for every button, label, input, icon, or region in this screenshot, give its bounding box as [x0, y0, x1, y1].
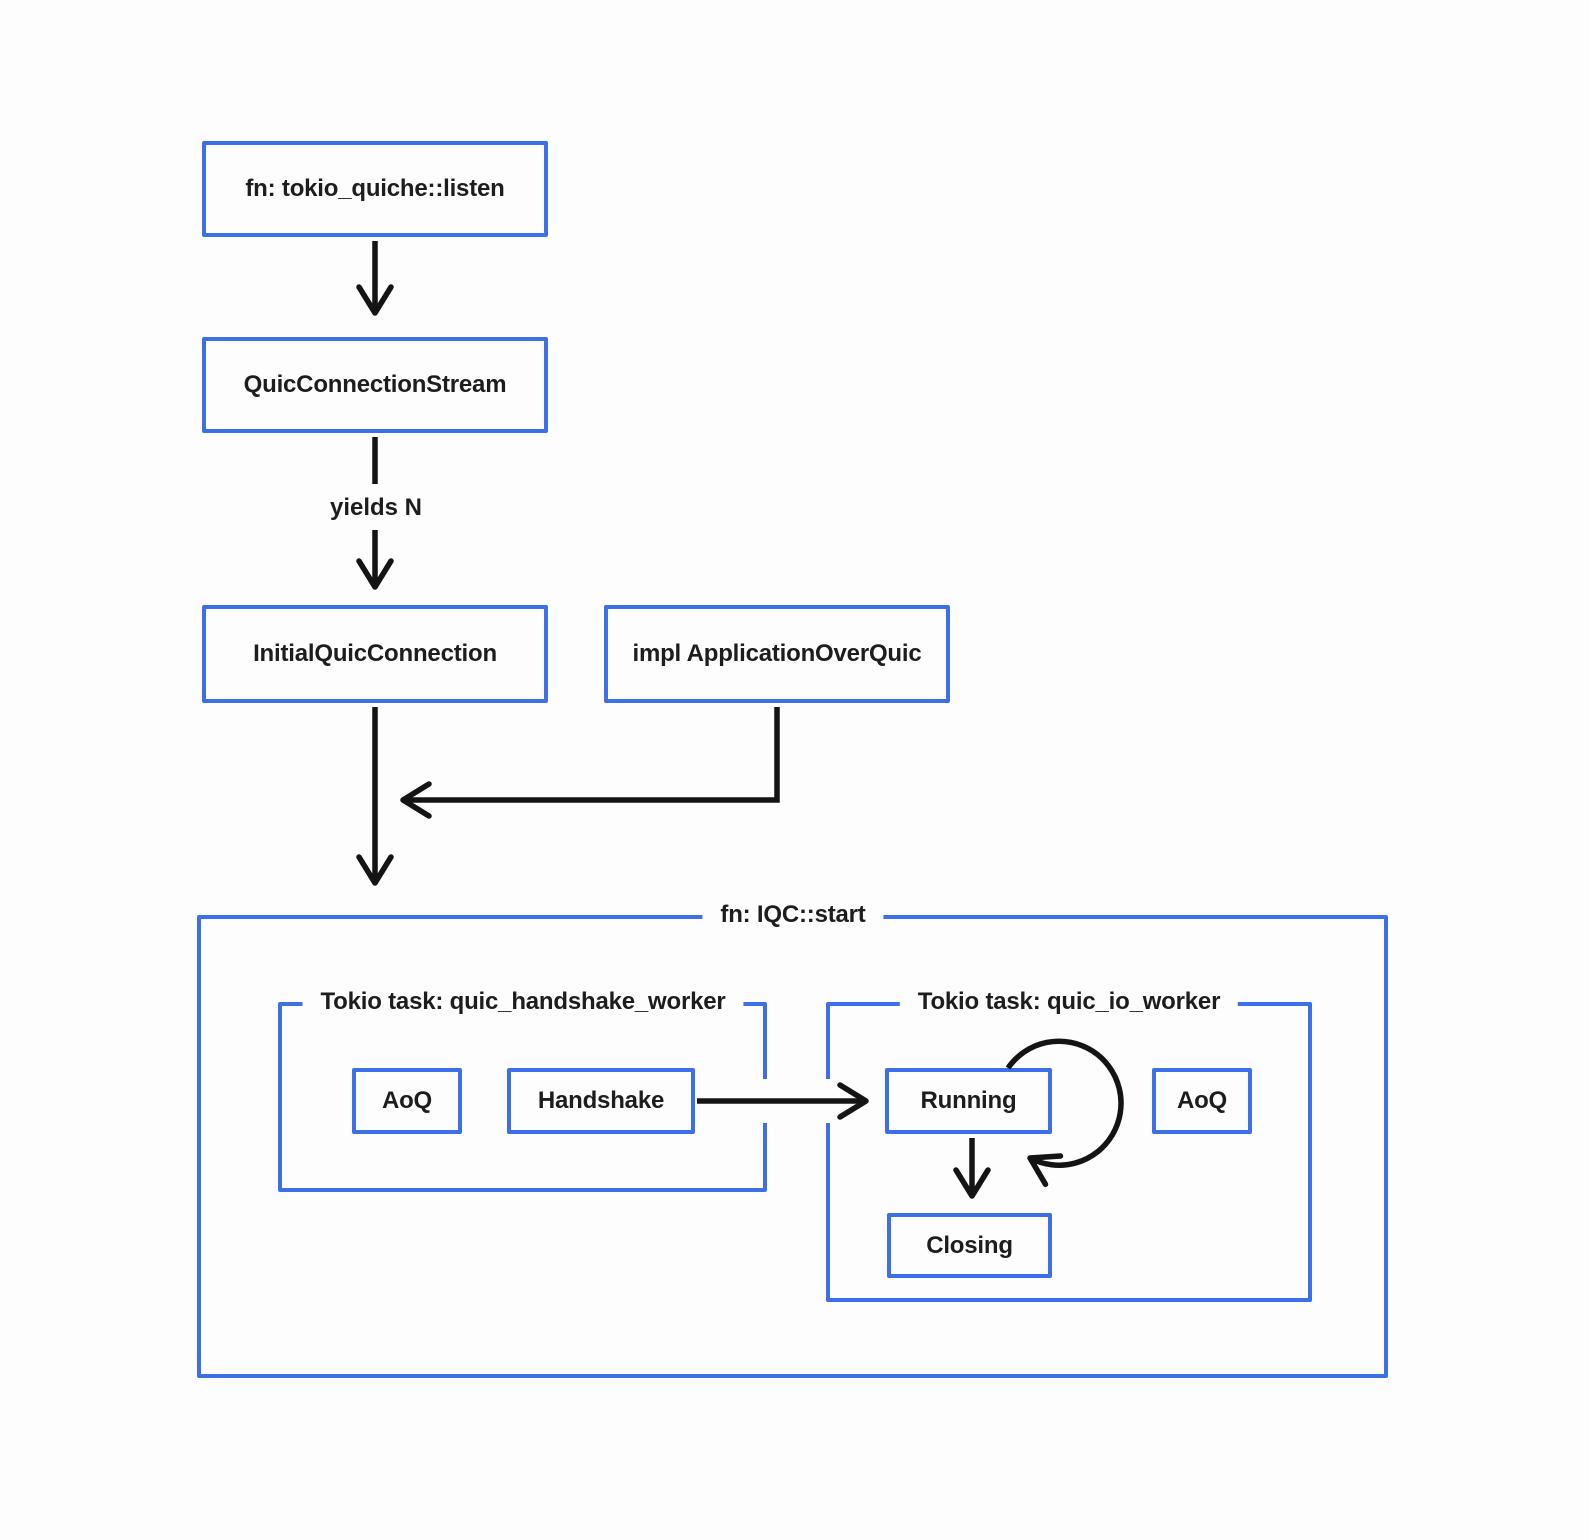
node-initial-quic-connection: InitialQuicConnection [202, 605, 548, 703]
container-label-fn-iqc-start: fn: IQC::start [702, 899, 884, 931]
arrow-impl-aoq-merge [400, 707, 780, 819]
node-running: Running [885, 1068, 1052, 1134]
node-aoq-handshake-worker: AoQ [352, 1068, 462, 1134]
node-closing: Closing [887, 1213, 1052, 1278]
node-impl-application-over-quic: impl ApplicationOverQuic [604, 605, 950, 703]
node-quic-connection-stream: QuicConnectionStream [202, 337, 548, 433]
container-label-quic-handshake-worker: Tokio task: quic_handshake_worker [302, 986, 744, 1018]
edge-label-yields-n: yields N [323, 492, 429, 524]
node-aoq-io-worker: AoQ [1152, 1068, 1252, 1134]
container-label-quic-io-worker: Tokio task: quic_io_worker [899, 986, 1239, 1018]
node-handshake: Handshake [507, 1068, 695, 1134]
node-fn-tokio-quiche-listen: fn: tokio_quiche::listen [202, 141, 548, 237]
